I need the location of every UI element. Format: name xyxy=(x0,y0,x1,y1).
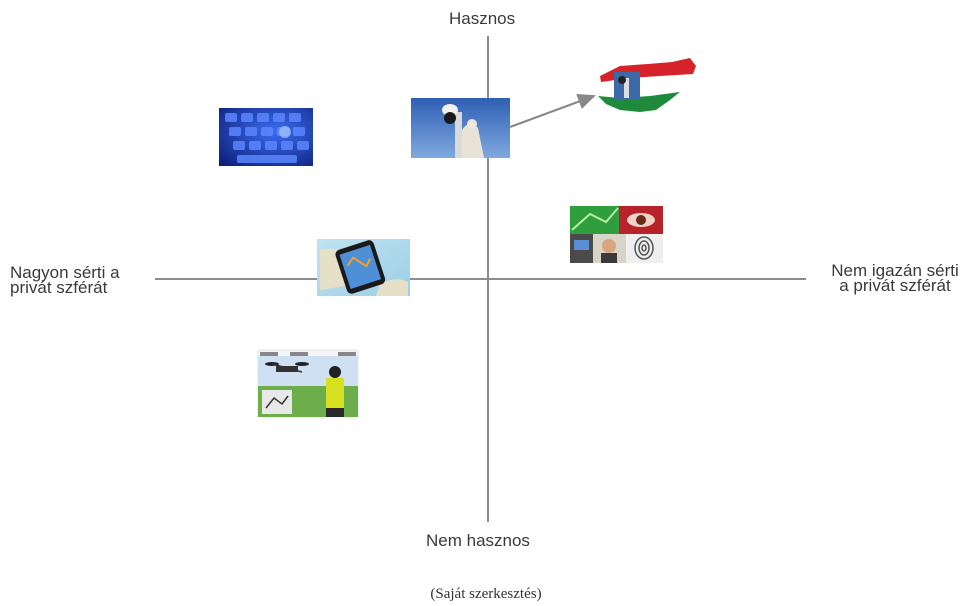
cctv-camera-image xyxy=(411,98,510,158)
arrow xyxy=(509,94,596,128)
caption: (Saját szerkesztés) xyxy=(430,586,542,602)
axis-label-top: Hasznos xyxy=(449,9,516,28)
keyboard-image xyxy=(219,108,313,166)
biometrics-image xyxy=(570,206,663,263)
drone-image xyxy=(257,349,359,418)
axis-label-left: Nagyon sérti a privát szférát xyxy=(10,263,120,297)
hungary-map-image xyxy=(598,58,696,112)
axis-label-bottom: Nem hasznos xyxy=(426,531,530,550)
axis-label-right: Nem igazán sérti a privát szférát xyxy=(831,261,959,295)
smartphone-map-image xyxy=(317,239,410,296)
